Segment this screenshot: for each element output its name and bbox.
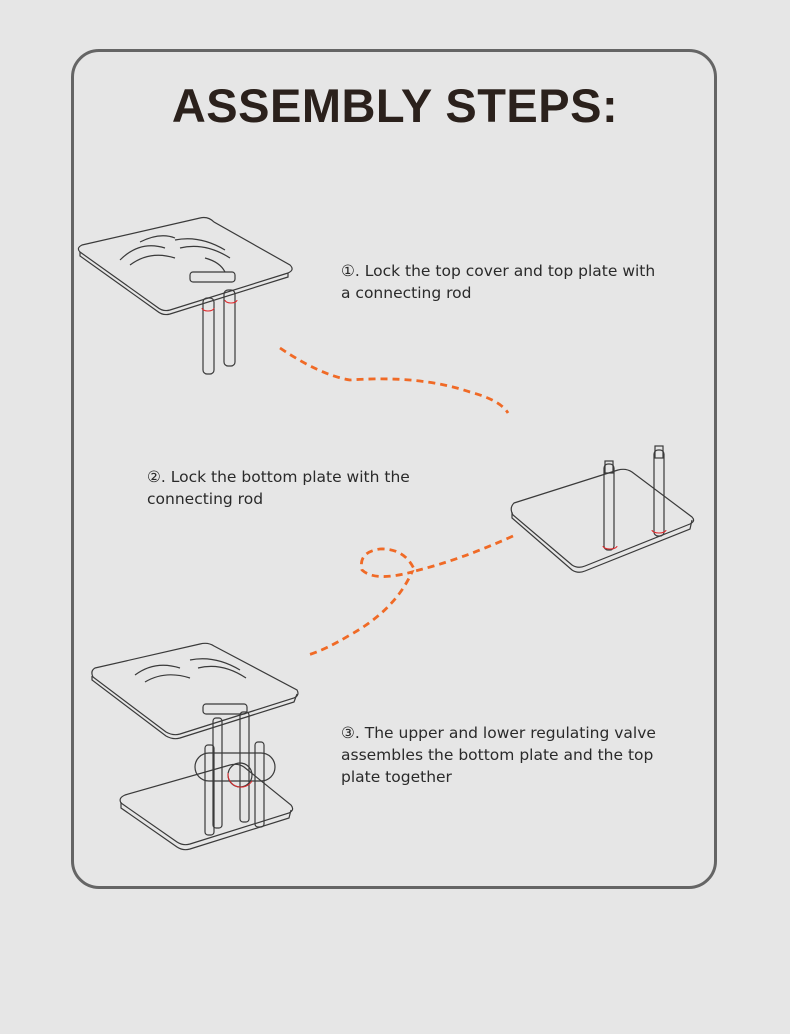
step1-illustration <box>77 216 293 375</box>
page-title: ASSEMBLY STEPS: <box>171 79 619 132</box>
content-frame <box>71 49 717 889</box>
step-2-text: ②. Lock the bottom plate with the connec… <box>147 468 410 508</box>
step3-illustration <box>91 642 299 851</box>
step-3-text: ③. The upper and lower regulating valve … <box>341 724 656 786</box>
dashed-connector-paths <box>279 346 514 657</box>
step2-illustration <box>510 445 695 573</box>
step-1-text: ①. Lock the top cover and top plate with… <box>341 262 656 302</box>
